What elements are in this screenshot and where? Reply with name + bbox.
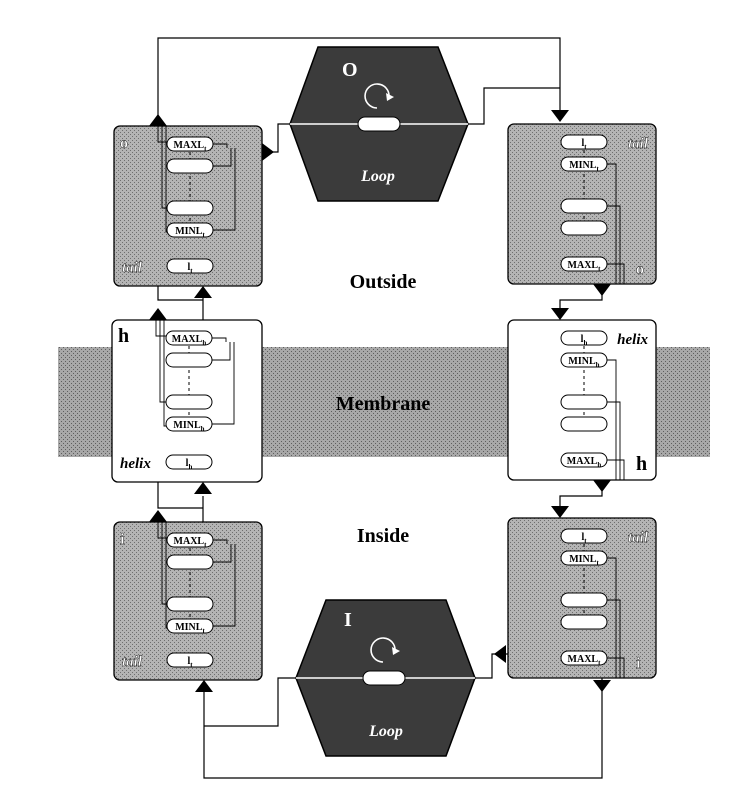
arrowhead-down (551, 506, 569, 518)
arrowhead-right (262, 143, 274, 161)
inner-loop-label: Loop (368, 723, 403, 740)
svg-text:lt: lt (581, 138, 587, 151)
state-slot (560, 614, 608, 630)
state-slot: lh (165, 454, 213, 471)
state-slot: lt (560, 134, 608, 151)
outer-loop-module: O Loop (289, 46, 469, 202)
state-slot: MINLh (560, 352, 608, 369)
arrowhead-up (149, 308, 167, 320)
state-slot: MAXLt (166, 136, 214, 153)
arrowhead-down (551, 110, 569, 122)
state-slot: lh (560, 330, 608, 347)
svg-text:lt: lt (187, 262, 193, 275)
state-slot: lt (166, 652, 214, 669)
state-slot: MAXLh (165, 330, 213, 347)
module-name-label: tail (122, 654, 143, 670)
membrane-label: Membrane (336, 393, 431, 415)
arrowhead-left (494, 645, 506, 663)
state-slot: MINLt (166, 222, 214, 239)
state-slot (560, 198, 608, 214)
module-name-label: tail (628, 530, 649, 546)
state-slot: MINLt (560, 156, 608, 173)
self-loop-icon (364, 83, 390, 109)
state-slot (560, 416, 608, 432)
outer-loop-state (357, 116, 401, 132)
state-slot (165, 352, 213, 368)
svg-text:MAXLt: MAXLt (174, 536, 208, 549)
outside-label: Outside (350, 271, 417, 293)
svg-text:MINLt: MINLt (569, 160, 599, 173)
state-slot: MAXLh (560, 452, 608, 469)
state-slot (166, 158, 214, 174)
arrowhead-up (195, 680, 213, 692)
self-loop-icon-2 (370, 637, 396, 663)
arrowhead-up (194, 482, 212, 494)
arrowhead-down (593, 680, 611, 692)
svg-text:MINLh: MINLh (568, 356, 599, 369)
svg-text:MINLt: MINLt (569, 554, 599, 567)
state-slot (166, 596, 214, 612)
module-name-label: helix (120, 456, 151, 472)
arrowhead-down (593, 480, 611, 492)
inner-loop-letter: I (344, 609, 352, 631)
svg-text:lt: lt (581, 532, 587, 545)
module-corner-label: i (120, 531, 125, 548)
state-slot (560, 394, 608, 410)
state-slot (560, 220, 608, 236)
state-slot: lt (560, 528, 608, 545)
state-slot (166, 200, 214, 216)
arrowhead-down (551, 308, 569, 320)
inner-loop-module: I Loop (295, 599, 476, 757)
state-slot (166, 554, 214, 570)
state-slot: MAXLt (560, 650, 608, 667)
module-corner-label: i (636, 655, 641, 672)
state-slot: MAXLt (166, 532, 214, 549)
svg-text:MINLt: MINLt (175, 226, 205, 239)
svg-text:MAXLt: MAXLt (568, 260, 602, 273)
state-slot (165, 394, 213, 410)
module-corner-label: o (120, 135, 128, 152)
arrowhead-up (149, 114, 167, 126)
svg-text:MAXLt: MAXLt (568, 654, 602, 667)
arrowhead-up (194, 286, 212, 298)
svg-text:MAXLt: MAXLt (174, 140, 208, 153)
module-corner-label: h (636, 453, 647, 475)
module-corner-label: h (118, 325, 129, 347)
module-name-label: tail (628, 136, 649, 152)
module-name-label: tail (122, 260, 143, 276)
arrowheads-layer (149, 110, 611, 692)
state-slot: MINLt (560, 550, 608, 567)
state-slot (560, 592, 608, 608)
svg-text:MINLt: MINLt (175, 622, 205, 635)
inside-label: Inside (357, 525, 409, 547)
svg-text:lh: lh (186, 458, 193, 471)
svg-text:MAXLh: MAXLh (172, 334, 207, 347)
inner-loop-state (362, 670, 406, 686)
state-slot: MINLt (166, 618, 214, 635)
arrowhead-up (149, 510, 167, 522)
outer-loop-letter: O (342, 59, 358, 81)
module-name-label: helix (617, 332, 648, 348)
svg-text:MAXLh: MAXLh (567, 456, 602, 469)
svg-text:MINLh: MINLh (173, 420, 204, 433)
state-slot: MINLh (165, 416, 213, 433)
outer-loop-label: Loop (360, 168, 395, 185)
state-slot: lt (166, 258, 214, 275)
state-slot: MAXLt (560, 256, 608, 273)
svg-text:lh: lh (581, 334, 588, 347)
module-corner-label: o (636, 261, 644, 278)
svg-text:lt: lt (187, 656, 193, 669)
arrowhead-down (593, 284, 611, 296)
